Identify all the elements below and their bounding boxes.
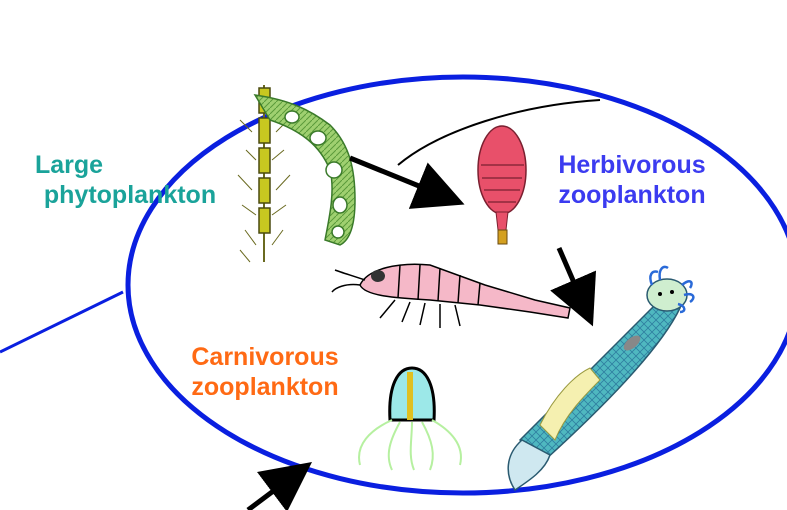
label-herbivorous-line2: zooplankton: [522, 180, 742, 210]
label-carnivorous-zooplankton: Carnivorous zooplankton: [160, 342, 370, 402]
label-carnivorous-line1: Carnivorous: [160, 342, 370, 372]
label-large-phytoplankton: Large phytoplankton: [15, 150, 245, 210]
connector-line: [0, 292, 123, 352]
jellyfish-icon: [359, 368, 461, 470]
label-large-phytoplankton-line1: Large: [15, 150, 245, 180]
label-carnivorous-line2: zooplankton: [160, 372, 370, 402]
label-large-phytoplankton-line2: phytoplankton: [15, 180, 245, 210]
arrow-herbivore-to-predator: [559, 248, 585, 308]
label-herbivorous-line1: Herbivorous: [522, 150, 742, 180]
krill-icon: [332, 264, 570, 328]
input-arrow: [248, 474, 296, 510]
label-herbivorous-zooplankton: Herbivorous zooplankton: [522, 150, 742, 210]
